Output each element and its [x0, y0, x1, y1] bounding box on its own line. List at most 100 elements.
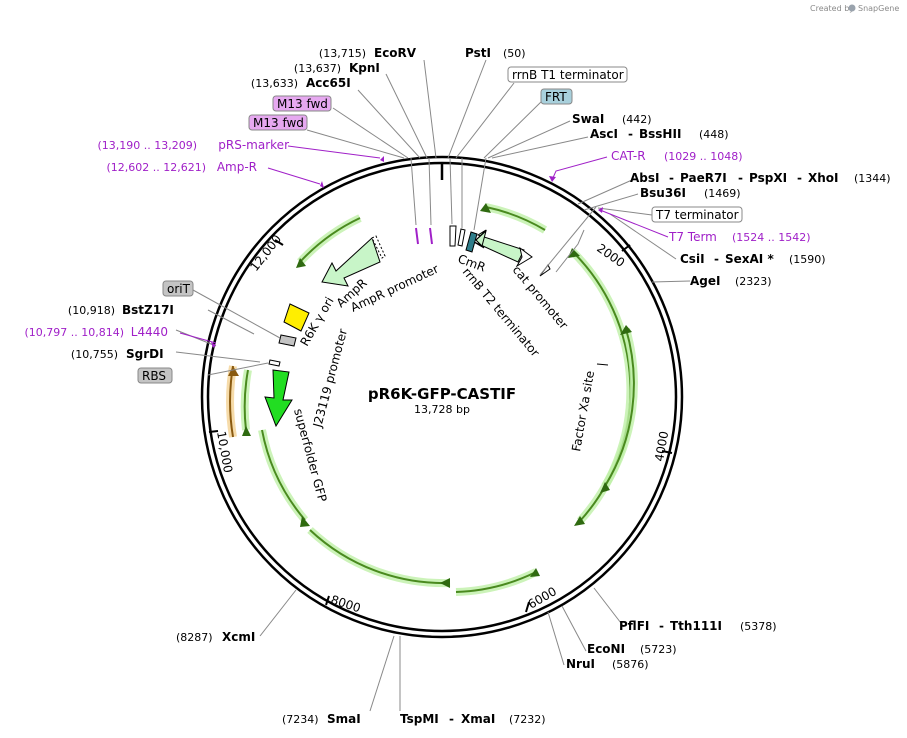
- acc65i-label: Acc65I: [306, 76, 351, 90]
- absi-sep-2: -: [738, 171, 743, 185]
- credit-text: Created by: [810, 4, 854, 13]
- xmai-label: XmaI: [461, 712, 495, 726]
- snapgene-brand: SnapGene: [858, 4, 899, 13]
- rrnb-t2-shape: [457, 228, 466, 247]
- feature-cmr: [471, 229, 533, 268]
- sgrdi-position: (10,755): [71, 348, 118, 361]
- csii-label: CsiI: [680, 252, 705, 266]
- bsu36i-label: Bsu36I: [640, 186, 686, 200]
- orit-box: [162, 280, 194, 297]
- tspmi-sep: -: [449, 712, 454, 726]
- rrnb-t1-box: [507, 66, 628, 83]
- m13-fwd-box-a: [272, 95, 332, 112]
- csii-position: (1590): [789, 253, 826, 266]
- bstz17i-position: (10,918): [68, 304, 115, 317]
- t7-terminator-box: [651, 206, 743, 223]
- l4440-label: L4440: [131, 325, 168, 339]
- csii-sep: -: [714, 252, 719, 266]
- prs-marker-label: pRS-marker: [218, 138, 289, 152]
- plasmid-size: 13,728 bp: [414, 403, 470, 416]
- pspxi-label: PspXI: [749, 171, 787, 185]
- xhoi-label: XhoI: [808, 171, 839, 185]
- plasmid-name: pR6K-GFP-CASTIF: [368, 385, 516, 403]
- tick-mark-6000: [525, 601, 530, 613]
- asci-sep: -: [628, 127, 633, 141]
- tick-mark-12000: [274, 239, 284, 246]
- rrnb-t1-label: rrnB T1 terminator: [512, 68, 624, 82]
- econi-label: EcoNI: [587, 642, 625, 656]
- tick-label-12000: 12,000: [247, 232, 284, 274]
- feature-ampr: [321, 235, 386, 287]
- swai-position: (442): [622, 113, 652, 126]
- pflfi-sep: -: [659, 619, 664, 633]
- ecorv-position: (13,715): [319, 47, 366, 60]
- tick-mark-4000: [661, 450, 673, 454]
- ecorv-label: EcoRV: [374, 46, 417, 60]
- cat-r-position: (1029 .. 1048): [664, 150, 743, 163]
- amp-r-position: (12,602 .. 12,621): [106, 161, 206, 174]
- pflfi-label: PflFI: [619, 619, 649, 633]
- absi-sep-3: -: [797, 171, 802, 185]
- kpni-position: (13,637): [294, 62, 341, 75]
- agei-position: (2323): [735, 275, 772, 288]
- cat-promoter-shape: [539, 264, 551, 277]
- amp-r-arrow-icon: [320, 181, 324, 188]
- paer7i-label: PaeR7I: [680, 171, 727, 185]
- t7-term-position: (1524 .. 1542): [732, 231, 811, 244]
- primer-leaders: [179, 145, 669, 344]
- cat-r-label: CAT-R: [611, 149, 646, 163]
- tspmi-label: TspMI: [400, 712, 439, 726]
- t7-terminator-label: T7 terminator: [655, 208, 739, 222]
- nrui-label: NruI: [566, 657, 595, 671]
- bsu36i-position: (1469): [704, 187, 741, 200]
- sgrdi-label: SgrDI: [126, 347, 164, 361]
- rbs-box: [137, 367, 173, 384]
- prs-marker-arrow-icon: [380, 156, 384, 162]
- absi-label: AbsI: [630, 171, 659, 185]
- kpni-label: KpnI: [349, 61, 380, 75]
- label-factor-xa: Factor Xa site: [569, 370, 597, 453]
- absi-position: (1344): [854, 172, 891, 185]
- acc65i-position: (13,633): [251, 77, 298, 90]
- m13-fwd-label-b: M13 fwd: [253, 116, 304, 130]
- unlabeled-features: [226, 203, 638, 596]
- l4440-position: (10,797 .. 10,814): [24, 326, 124, 339]
- tspmi-position: (7232): [509, 713, 546, 726]
- tick-label-4000: 4000: [652, 430, 671, 463]
- backbone-outer-ring: [200, 155, 684, 639]
- orit-shape: [278, 334, 297, 347]
- asci-position: (448): [699, 128, 729, 141]
- frt-label: FRT: [545, 90, 567, 104]
- absi-sep-1: -: [669, 171, 674, 185]
- frt-box: [540, 88, 573, 105]
- econi-position: (5723): [640, 643, 677, 656]
- smai-position: (7234): [282, 713, 319, 726]
- agei-label: AgeI: [690, 274, 720, 288]
- factor-xa-mark: [596, 363, 609, 366]
- psti-position: (50): [503, 47, 526, 60]
- tth111i-label: Tth111I: [670, 619, 722, 633]
- xcmi-label: XcmI: [222, 630, 255, 644]
- t7-term-arrow-icon: [598, 207, 603, 213]
- label-j23119: J23119 promoter: [310, 327, 350, 429]
- psti-label: PstI: [465, 46, 491, 60]
- amp-r-label: Amp-R: [217, 160, 257, 174]
- sexai-label: SexAI *: [725, 252, 774, 266]
- r6k-ori-shape: [283, 303, 310, 332]
- smai-label: SmaI: [327, 712, 361, 726]
- sfgfp-shape: [264, 369, 293, 428]
- nrui-position: (5876): [612, 658, 649, 671]
- bsshii-label: BssHII: [639, 127, 681, 141]
- t7-term-label: T7 Term: [668, 230, 717, 244]
- swai-label: SwaI: [572, 112, 604, 126]
- l4440-arrow-icon: [211, 342, 216, 348]
- primer-mark-m13-b: [429, 227, 433, 245]
- asci-label: AscI: [590, 127, 618, 141]
- bstz17i-label: BstZ17I: [122, 303, 174, 317]
- m13-fwd-box-b: [248, 114, 308, 131]
- tick-label-2000: 2000: [594, 241, 627, 270]
- rrnb-t1-shape: [449, 225, 457, 247]
- tick-mark-10000: [208, 430, 219, 433]
- frt-shape: [465, 231, 478, 253]
